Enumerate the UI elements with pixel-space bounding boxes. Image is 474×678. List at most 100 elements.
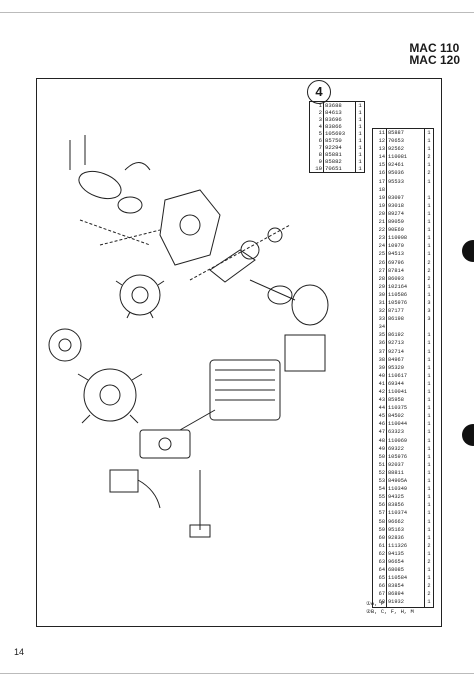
parts-cell-part: 85881 — [325, 151, 342, 158]
parts-cell-part: 63323 — [388, 429, 404, 436]
parts-cell-qty: 1 — [355, 101, 365, 109]
parts-cell-part: 110349 — [388, 486, 408, 493]
parts-cell-qty: 1 — [424, 566, 434, 575]
carburetor — [139, 429, 191, 459]
parts-cell-qty: 1 — [424, 347, 434, 356]
parts-cell-part: 69796 — [388, 259, 404, 266]
parts-cell-qty: 2 — [424, 274, 434, 283]
parts-cell-ref: 64 — [372, 566, 387, 575]
parts-cell-part: 88811 — [388, 469, 404, 476]
parts-cell-part: 89274 — [388, 210, 404, 217]
parts-cell-ref: 58 — [372, 517, 387, 526]
parts-cell-part — [387, 186, 425, 194]
parts-cell-part: 69344 — [388, 380, 404, 387]
parts-cell-part: 92037 — [388, 461, 404, 468]
parts-cell-ref: 34 — [372, 323, 387, 332]
parts-cell-ref: 10 — [309, 165, 324, 173]
parts-cell-part: 94135 — [388, 550, 404, 557]
parts-cell-qty: 1 — [424, 339, 434, 348]
parts-cell-ref: 44 — [372, 404, 387, 413]
parts-cell-qty: 1 — [424, 460, 434, 469]
parts-cell-qty: 1 — [424, 193, 434, 202]
parts-cell-ref: 12 — [372, 137, 387, 146]
parts-cell-ref: 1 — [309, 101, 324, 109]
parts-cell-qty: 1 — [355, 130, 365, 137]
parts-cell-part: 105976 — [388, 453, 408, 460]
parts-cell-qty: 1 — [424, 420, 434, 429]
parts-cell-part — [387, 323, 425, 331]
parts-cell-part: 92294 — [325, 144, 342, 151]
parts-cell-part: 87177 — [388, 308, 404, 315]
parts-cell-ref: 41 — [372, 379, 387, 388]
parts-cell-qty: 2 — [424, 258, 434, 267]
parts-cell-ref: 46 — [372, 420, 387, 429]
parts-cell-part: 110584 — [388, 575, 408, 582]
parts-cell-qty: 1 — [424, 468, 434, 478]
parts-cell-ref: 18 — [372, 185, 387, 194]
parts-cell-ref: 8 — [309, 151, 324, 158]
parts-cell-ref: 21 — [372, 218, 387, 227]
parts-cell-ref: 23 — [372, 234, 387, 243]
parts-cell-part: 86894 — [388, 591, 404, 598]
parts-cell-qty: 1 — [424, 388, 434, 397]
parts-cell-qty: 1 — [424, 137, 434, 146]
parts-cell-qty: 1 — [424, 363, 434, 372]
parts-row: 18 — [372, 185, 434, 194]
ignition-module — [109, 469, 211, 538]
parts-cell-part: 95036 — [388, 170, 404, 177]
parts-cell-part: 94513 — [388, 251, 404, 258]
parts-cell-part: 85750 — [325, 137, 342, 144]
parts-cell-ref: 68 — [372, 598, 387, 608]
parts-cell-ref: 53 — [372, 477, 387, 486]
parts-cell-part: 69322 — [388, 445, 404, 452]
parts-cell-ref: 17 — [372, 177, 387, 186]
parts-cell-ref: 11 — [372, 128, 387, 138]
parts-cell-part: 85958 — [388, 397, 404, 404]
model-name-2: MAC 120 — [409, 53, 460, 67]
model-name-1: MAC 110 — [409, 41, 460, 55]
parts-cell-part: 96662 — [388, 518, 404, 525]
parts-cell-qty: 1 — [424, 355, 434, 364]
parts-cell-part: 92562 — [388, 146, 404, 153]
parts-cell-ref: 19 — [372, 201, 387, 210]
starter-gear — [48, 328, 82, 362]
parts-cell-part: 84967 — [388, 356, 404, 363]
parts-cell-part: 90E60 — [388, 227, 404, 234]
parts-cell-ref: 59 — [372, 525, 387, 534]
parts-cell-part: 110586 — [388, 291, 408, 298]
parts-cell-ref: 66 — [372, 582, 387, 591]
parts-cell-part: 83854 — [388, 583, 404, 590]
parts-cell-part: 110081 — [388, 154, 408, 161]
parts-cell-qty: 1 — [424, 177, 434, 186]
parts-cell-ref: 52 — [372, 468, 387, 478]
parts-cell-ref: 5 — [309, 130, 324, 137]
crankcase-assembly — [99, 189, 221, 266]
piston-assembly — [249, 279, 329, 326]
parts-cell-ref: 28 — [372, 274, 387, 283]
upper-left-assembly — [69, 135, 151, 246]
